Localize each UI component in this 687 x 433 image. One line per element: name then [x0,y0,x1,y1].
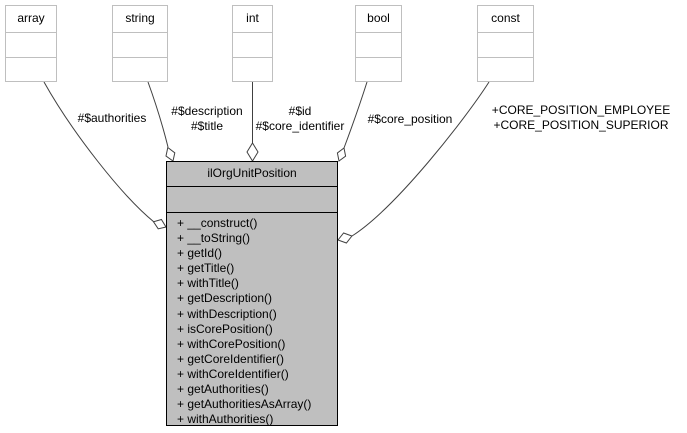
class-box-string: string [112,5,168,82]
method-item: + getTitle() [177,261,235,276]
edge-label-line: #$core_identifier [255,119,345,133]
methods-compartment [6,58,56,82]
methods-compartment: + __construct() + __toString() + getId()… [167,213,337,427]
attributes-compartment [167,187,337,213]
methods-compartment [356,58,401,82]
method-item: + __construct() [177,216,258,230]
edge-label-line: #$title [190,119,224,133]
edge-label-line: +CORE_POSITION_EMPLOYEE [491,103,671,117]
edge-const-core-constants [351,81,490,237]
attributes-compartment [6,33,56,58]
edge-label-id-core-identifier: #$id #$core_identifier [256,104,345,134]
attributes-compartment [356,33,401,58]
edge-label-line: #$description [171,104,243,118]
edge-array-authorities [43,81,155,223]
edge-bool-core-position [343,81,368,149]
method-item: + __toString() [177,231,251,246]
class-box-ilOrgUnitPosition: ilOrgUnitPosition + __construct() + __to… [166,161,338,426]
methods-compartment [233,58,272,82]
class-name: bool [356,6,401,33]
methods-compartment [113,58,167,82]
method-item: + getCoreIdentifier() [177,351,285,366]
method-item: + isCorePosition() [177,321,273,336]
attributes-compartment [113,33,167,58]
method-item: + withTitle() [177,276,239,291]
edge-label-core-constants: +CORE_POSITION_EMPLOYEE +CORE_POSITION_S… [492,103,670,133]
edge-label-line: #$authorities [77,111,147,125]
edge-label-core-position: #$core_position [368,112,453,127]
aggregation-diamond-title [165,146,176,162]
method-item: + withAuthorities() [177,412,274,427]
method-item: + withDescription() [177,306,277,321]
class-name: int [233,6,272,33]
aggregation-diamond-authorities [152,218,167,230]
method-item: + withCoreIdentifier() [177,366,289,381]
class-box-int: int [232,5,273,82]
attributes-compartment [233,33,272,58]
class-name: ilOrgUnitPosition [167,162,337,187]
class-name: array [6,6,56,33]
aggregation-diamond-core-position [336,147,347,162]
method-item: + withCorePosition() [177,336,286,351]
edge-label-description-title: #$description #$title [171,104,242,134]
class-box-array: array [5,5,57,82]
class-name: const [478,6,533,33]
method-item: + getAuthorities() [177,382,269,397]
class-name: string [113,6,167,33]
edge-label-line: #$id [288,104,312,118]
methods-compartment [478,58,533,82]
edge-label-line: #$core_position [367,112,453,126]
edge-string-title-description [147,81,169,148]
edge-label-line: +CORE_POSITION_SUPERIOR [493,118,669,132]
attributes-compartment [478,33,533,58]
method-item: + getDescription() [177,291,273,306]
method-item: + getId() [177,246,223,261]
class-box-const: const [477,5,534,82]
edge-label-authorities: #$authorities [78,111,147,126]
class-box-bool: bool [355,5,402,82]
method-item: + getAuthoritiesAsArray() [177,397,312,412]
aggregation-diamond-core-constants [337,232,353,244]
aggregation-diamond-id [246,142,259,162]
